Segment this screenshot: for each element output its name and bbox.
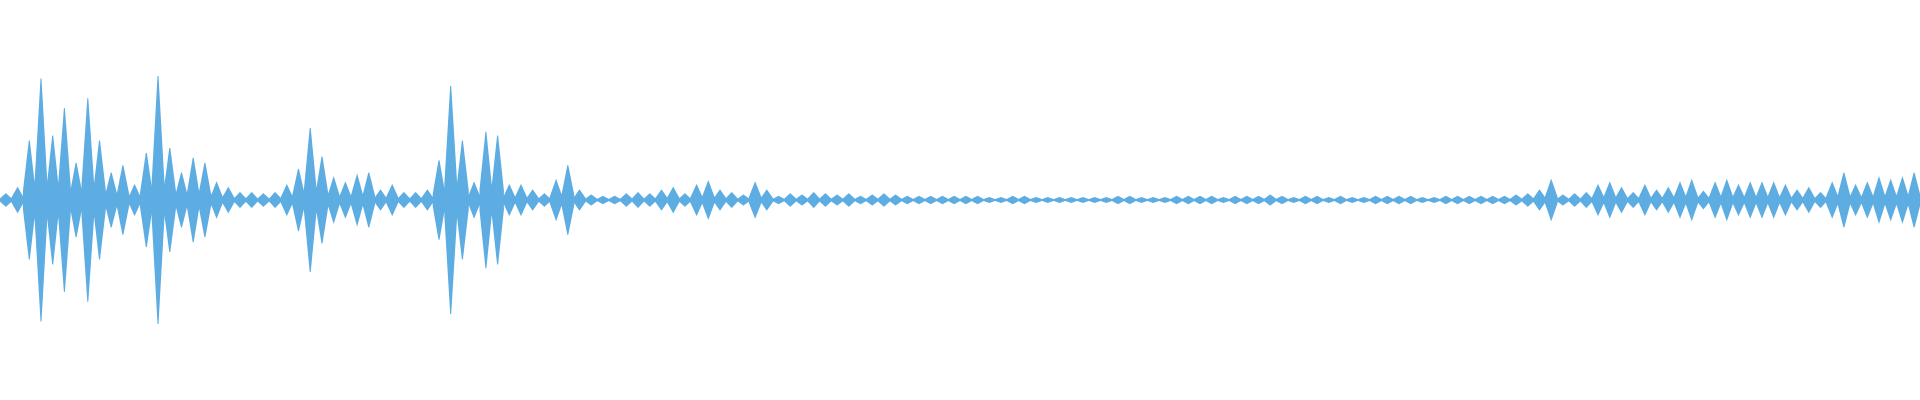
waveform-group xyxy=(0,75,1920,325)
